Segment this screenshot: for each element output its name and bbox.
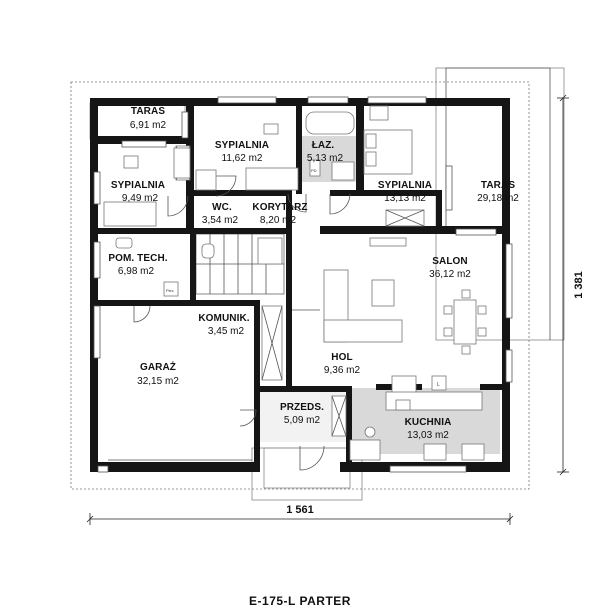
room-area: 11,62 m2 [222, 153, 263, 164]
room-label: SYPIALNIA [215, 140, 269, 151]
room-labels: TARAS 6,91 m2 SYPIALNIA 11,62 m2 ŁAZ. 5,… [108, 106, 519, 441]
furniture [103, 105, 487, 461]
room-area: 3,54 m2 [202, 215, 239, 226]
room-label: GARAŻ [140, 360, 176, 373]
room-label: KOMUNIK. [198, 313, 249, 324]
room-area: 5,09 m2 [284, 415, 321, 426]
room-area: 32,15 m2 [137, 376, 179, 387]
windows [93, 96, 513, 473]
room-area: 36,12 m2 [429, 269, 471, 280]
room-label: KUCHNIA [405, 417, 452, 428]
room-label: TARAS [481, 180, 515, 191]
plot-outline [70, 81, 530, 490]
room-area: 13,03 m2 [407, 430, 449, 441]
room-label: WC. [212, 202, 232, 213]
room-label: SYPIALNIA [111, 180, 165, 191]
room-area: 3,45 m2 [208, 326, 245, 337]
room-area: 5,13 m2 [307, 153, 344, 164]
doors [133, 175, 351, 471]
room-area: 9,36 m2 [324, 365, 361, 376]
fridge-label: L [437, 382, 440, 388]
room-area: 29,18 m2 [477, 193, 519, 204]
boiler-label: Piec [166, 288, 174, 293]
room-label: TARAS [131, 106, 165, 117]
laundry-label: PD [311, 168, 317, 173]
room-label: HOL [331, 352, 352, 363]
room-label: PRZEDS. [280, 402, 324, 413]
entrance-porch [251, 447, 363, 501]
room-area: 9,49 m2 [122, 193, 159, 204]
room-label: POM. TECH. [108, 253, 167, 264]
plan-title: E-175-L PARTER [249, 594, 351, 608]
room-area: 6,98 m2 [118, 266, 155, 277]
room-area: 8,20 m2 [260, 215, 297, 226]
room-label: ŁAZ. [312, 140, 335, 151]
width-dimension-label: 1 561 [286, 504, 314, 516]
dimension-height: 1 381 [557, 94, 585, 476]
terrace-right [435, 67, 565, 341]
room-area: 6,91 m2 [130, 120, 167, 131]
height-dimension-label: 1 381 [573, 271, 585, 299]
room-label: SALON [432, 256, 468, 267]
room-label: KORYTARZ [252, 202, 307, 213]
room-label: SYPIALNIA [378, 180, 432, 191]
room-area: 13,13 m2 [384, 193, 426, 204]
dimension-width: 1 561 [86, 504, 514, 525]
